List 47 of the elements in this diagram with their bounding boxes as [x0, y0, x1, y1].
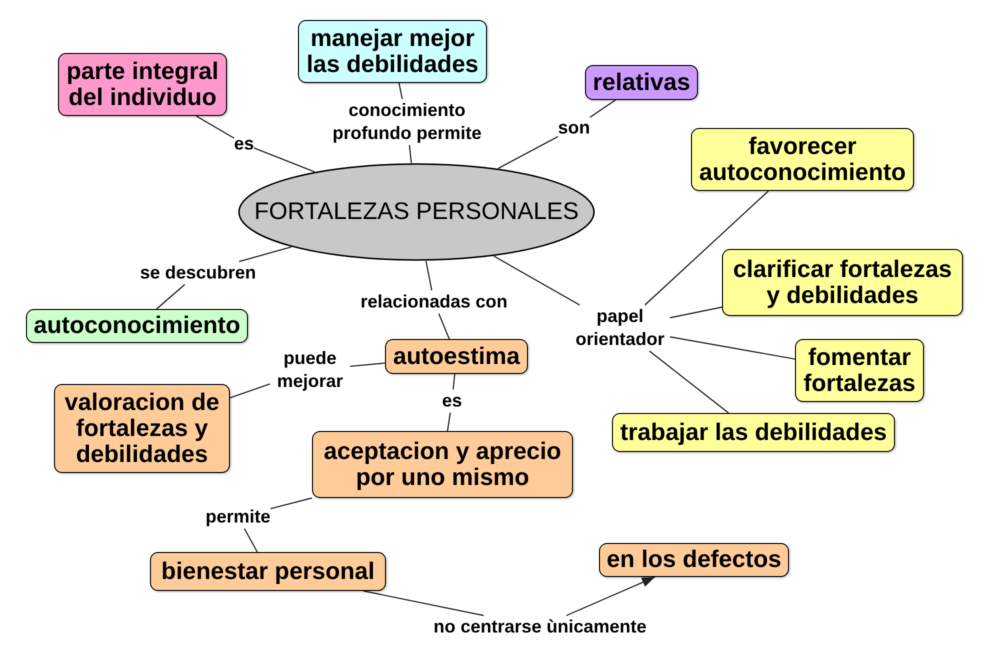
connector-line	[363, 590, 484, 616]
concept-box: bienestar personal	[150, 552, 386, 591]
concept-box: favorecer autoconocimiento	[691, 128, 914, 191]
connector-line	[446, 412, 451, 432]
linking-phrase: permite	[205, 506, 271, 528]
concept-box: en los defectos	[599, 543, 789, 577]
concept-box: autoestima	[385, 339, 528, 374]
linking-phrase: papel orientador	[570, 305, 670, 351]
linking-phrase: es	[442, 390, 462, 412]
connector-line	[670, 306, 722, 318]
connector-line	[498, 136, 558, 169]
concept-box: parte integral del individuo	[58, 53, 227, 116]
connector-line	[239, 246, 292, 262]
concept-box: relativas	[585, 65, 698, 100]
concept-box: fomentar fortalezas	[795, 339, 924, 402]
connector-line	[425, 260, 432, 291]
linking-phrase: conocimiento profundo permite	[327, 99, 487, 145]
linking-phrase: se descubren	[140, 262, 256, 284]
linking-phrase: no centrarse ùnicamente	[433, 616, 647, 638]
connector-line	[408, 144, 412, 164]
connector-line	[649, 350, 729, 414]
connector-line	[156, 284, 186, 310]
connector-line	[270, 497, 312, 510]
connector-line	[196, 115, 234, 139]
connector-line	[590, 100, 616, 118]
concept-box: clarificar fortalezas y debilidades	[722, 249, 963, 316]
concept-box: trabajar las debilidades	[612, 413, 895, 452]
concept-box: autoconocimiento	[26, 309, 248, 343]
connector-line	[398, 82, 403, 100]
connector-line	[350, 362, 386, 367]
arrow	[566, 576, 656, 616]
linking-phrase: relacionadas con	[360, 290, 508, 314]
concept-ellipse: FORTALEZAS PERSONALES	[238, 163, 595, 261]
concept-box: valoracion de fortalezas y debilidades	[54, 384, 230, 473]
linking-phrase: es	[234, 132, 254, 156]
connector-line	[254, 147, 315, 172]
connector-line	[644, 190, 769, 306]
concept-box: aceptacion y aprecio por uno mismo	[312, 431, 573, 498]
connector-line	[230, 383, 270, 398]
linking-phrase: puede mejorar	[270, 347, 350, 393]
linking-phrase: son	[558, 116, 590, 140]
connector-line	[494, 256, 580, 306]
connector-line	[452, 374, 456, 390]
connector-line	[438, 313, 450, 340]
concept-box: manejar mejor las debilidades	[298, 20, 487, 83]
connector-line	[670, 336, 796, 360]
connector-line	[244, 528, 258, 552]
